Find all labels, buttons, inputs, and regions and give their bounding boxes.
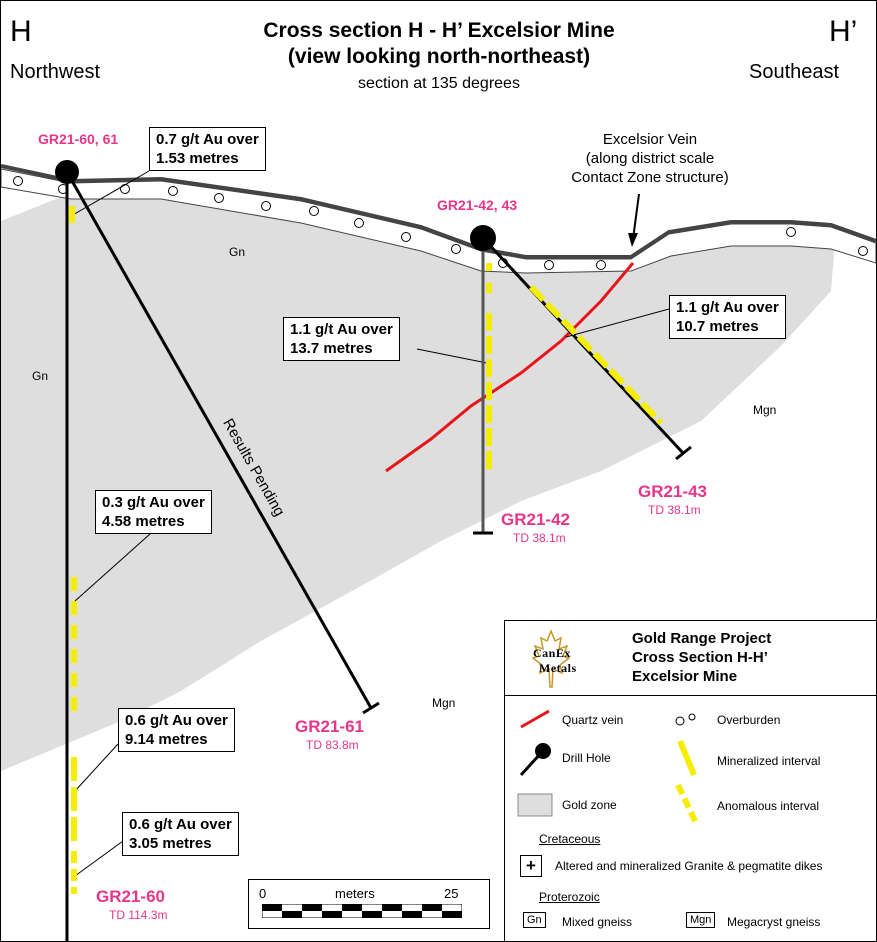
- rock-label-mgn-bottom: Mgn: [432, 696, 456, 710]
- legend-title-line-2: Cross Section H-H’: [632, 649, 768, 666]
- legend-overburden-symbol: [675, 713, 696, 726]
- intercept-length: 10.7 metres: [676, 318, 759, 335]
- intercept-length: 9.14 metres: [125, 731, 208, 748]
- intercept-grade: 0.7 g/t Au over: [156, 131, 259, 148]
- drill-hole-gr21-42: [473, 238, 493, 535]
- legend-mineralized-symbol: [677, 739, 697, 777]
- southeast-label: Southeast: [749, 61, 840, 83]
- hole-label-gr21-42-43: GR21-42, 43: [437, 197, 518, 213]
- drill-hole-gr21-61: [65, 171, 380, 715]
- logo-text-metals: Metals: [539, 661, 577, 675]
- legend-drill-hole-label: Drill Hole: [562, 751, 611, 765]
- intercept-box-gr21-43: 1.1 g/t Au over 10.7 metres: [669, 295, 786, 339]
- legend-mgn-code: Mgn: [686, 912, 716, 928]
- hole-label-gr21-42: GR21-42: [501, 510, 570, 529]
- hole-label-gr21-43: GR21-43: [638, 482, 707, 501]
- legend-gold-zone-label: Gold zone: [562, 798, 617, 812]
- collar-gr21-42-43: [470, 225, 496, 251]
- rock-label-mgn-right: Mgn: [753, 403, 777, 417]
- legend-title: Gold Range Project Cross Section H-H’ Ex…: [632, 629, 771, 686]
- collar-gr21-60-61: [55, 160, 79, 184]
- legend-granite-symbol: +: [520, 855, 542, 877]
- td-gr21-43: TD 38.1m: [648, 503, 701, 517]
- legend-overburden-label: Overburden: [717, 713, 781, 727]
- vein-note-line-2: (along district scale: [585, 150, 715, 167]
- intercept-grade: 0.6 g/t Au over: [129, 816, 232, 833]
- legend-gn-code: Gn: [523, 912, 546, 928]
- canex-metals-logo: CanEx Metals: [521, 629, 601, 689]
- intercept-box-gr21-60-c: 0.6 g/t Au over 3.05 metres: [122, 812, 239, 856]
- legend-anomalous-label: Anomalous interval: [717, 799, 820, 813]
- td-gr21-60: TD 114.3m: [109, 908, 168, 922]
- hole-label-gr21-60-61: GR21-60, 61: [38, 131, 119, 147]
- legend-mgn-label: Megacryst gneiss: [727, 915, 821, 929]
- vein-note-line-3: Contact Zone structure): [571, 169, 729, 186]
- mineralized-intervals: [69, 206, 664, 894]
- leader-lines: [70, 170, 670, 877]
- intercept-box-gr21-60-a: 0.3 g/t Au over 4.58 metres: [95, 490, 212, 534]
- intercept-length: 4.58 metres: [102, 513, 185, 530]
- maple-leaf-icon: [531, 629, 571, 688]
- excelsior-vein-note: Excelsior Vein (along district scale Con…: [550, 130, 750, 187]
- title-line-1: Cross section H - H’ Excelsior Mine: [263, 19, 615, 42]
- hole-label-gr21-60: GR21-60: [96, 887, 165, 906]
- vein-pointer-line: [632, 193, 640, 240]
- excelsior-quartz-vein: [385, 262, 635, 473]
- intercept-grade: 0.3 g/t Au over: [102, 494, 205, 511]
- scale-unit: meters: [335, 886, 375, 901]
- legend-quartz-vein-symbol: [520, 709, 550, 729]
- scale-bar-blocks: [262, 904, 462, 918]
- legend-proterozoic-heading: Proterozoic: [539, 890, 600, 904]
- scale-bar: 0 meters 25: [248, 879, 490, 929]
- legend: CanEx Metals Gold Range Project Cross Se…: [504, 620, 876, 941]
- legend-gn-label: Mixed gneiss: [562, 915, 633, 929]
- northwest-label: Northwest: [10, 61, 101, 83]
- legend-anomalous-symbol: [675, 783, 699, 825]
- scale-end: 25: [444, 886, 459, 901]
- overburden-pebbles: [13, 176, 868, 270]
- td-gr21-42: TD 38.1m: [513, 531, 566, 545]
- intercept-box-gr21-42: 1.1 g/t Au over 13.7 metres: [283, 317, 400, 361]
- rock-label-gn-top: Gn: [229, 245, 246, 259]
- topography-line: [1, 164, 876, 259]
- section-start-letter: H: [10, 15, 32, 48]
- section-end-letter: H’: [829, 15, 858, 48]
- vein-note-line-1: Excelsior Vein: [602, 131, 698, 148]
- legend-cretaceous-heading: Cretaceous: [539, 832, 601, 846]
- title-line-2: (view looking north-northeast): [287, 45, 591, 68]
- rock-label-gn-left: Gn: [32, 369, 49, 383]
- intercept-length: 13.7 metres: [290, 340, 373, 357]
- legend-gold-zone-symbol: [517, 793, 553, 817]
- vein-pointer-arrowhead: [628, 233, 638, 247]
- intercept-grade: 1.1 g/t Au over: [676, 299, 779, 316]
- intercept-length: 1.53 metres: [156, 150, 239, 167]
- scale-start: 0: [259, 886, 267, 901]
- legend-quartz-vein-label: Quartz vein: [562, 713, 624, 727]
- intercept-grade: 1.1 g/t Au over: [290, 321, 393, 338]
- logo-text-canex: CanEx: [533, 646, 571, 660]
- intercept-box-gr21-60-upper: 0.7 g/t Au over 1.53 metres: [149, 127, 266, 171]
- legend-title-line-3: Excelsior Mine: [632, 668, 738, 685]
- gold-zone: [1, 191, 836, 771]
- subtitle: section at 135 degrees: [358, 75, 520, 92]
- intercept-box-gr21-60-b: 0.6 g/t Au over 9.14 metres: [118, 708, 235, 752]
- legend-granite-label: Altered and mineralized Granite & pegmat…: [555, 859, 823, 873]
- legend-header: CanEx Metals Gold Range Project Cross Se…: [505, 621, 876, 696]
- legend-mineralized-label: Mineralized interval: [717, 754, 821, 768]
- legend-drill-hole-symbol: [519, 743, 551, 777]
- legend-title-line-1: Gold Range Project: [632, 630, 772, 647]
- td-gr21-61: TD 83.8m: [306, 738, 359, 752]
- intercept-length: 3.05 metres: [129, 835, 212, 852]
- hole-label-gr21-61: GR21-61: [295, 717, 364, 736]
- intercept-grade: 0.6 g/t Au over: [125, 712, 228, 729]
